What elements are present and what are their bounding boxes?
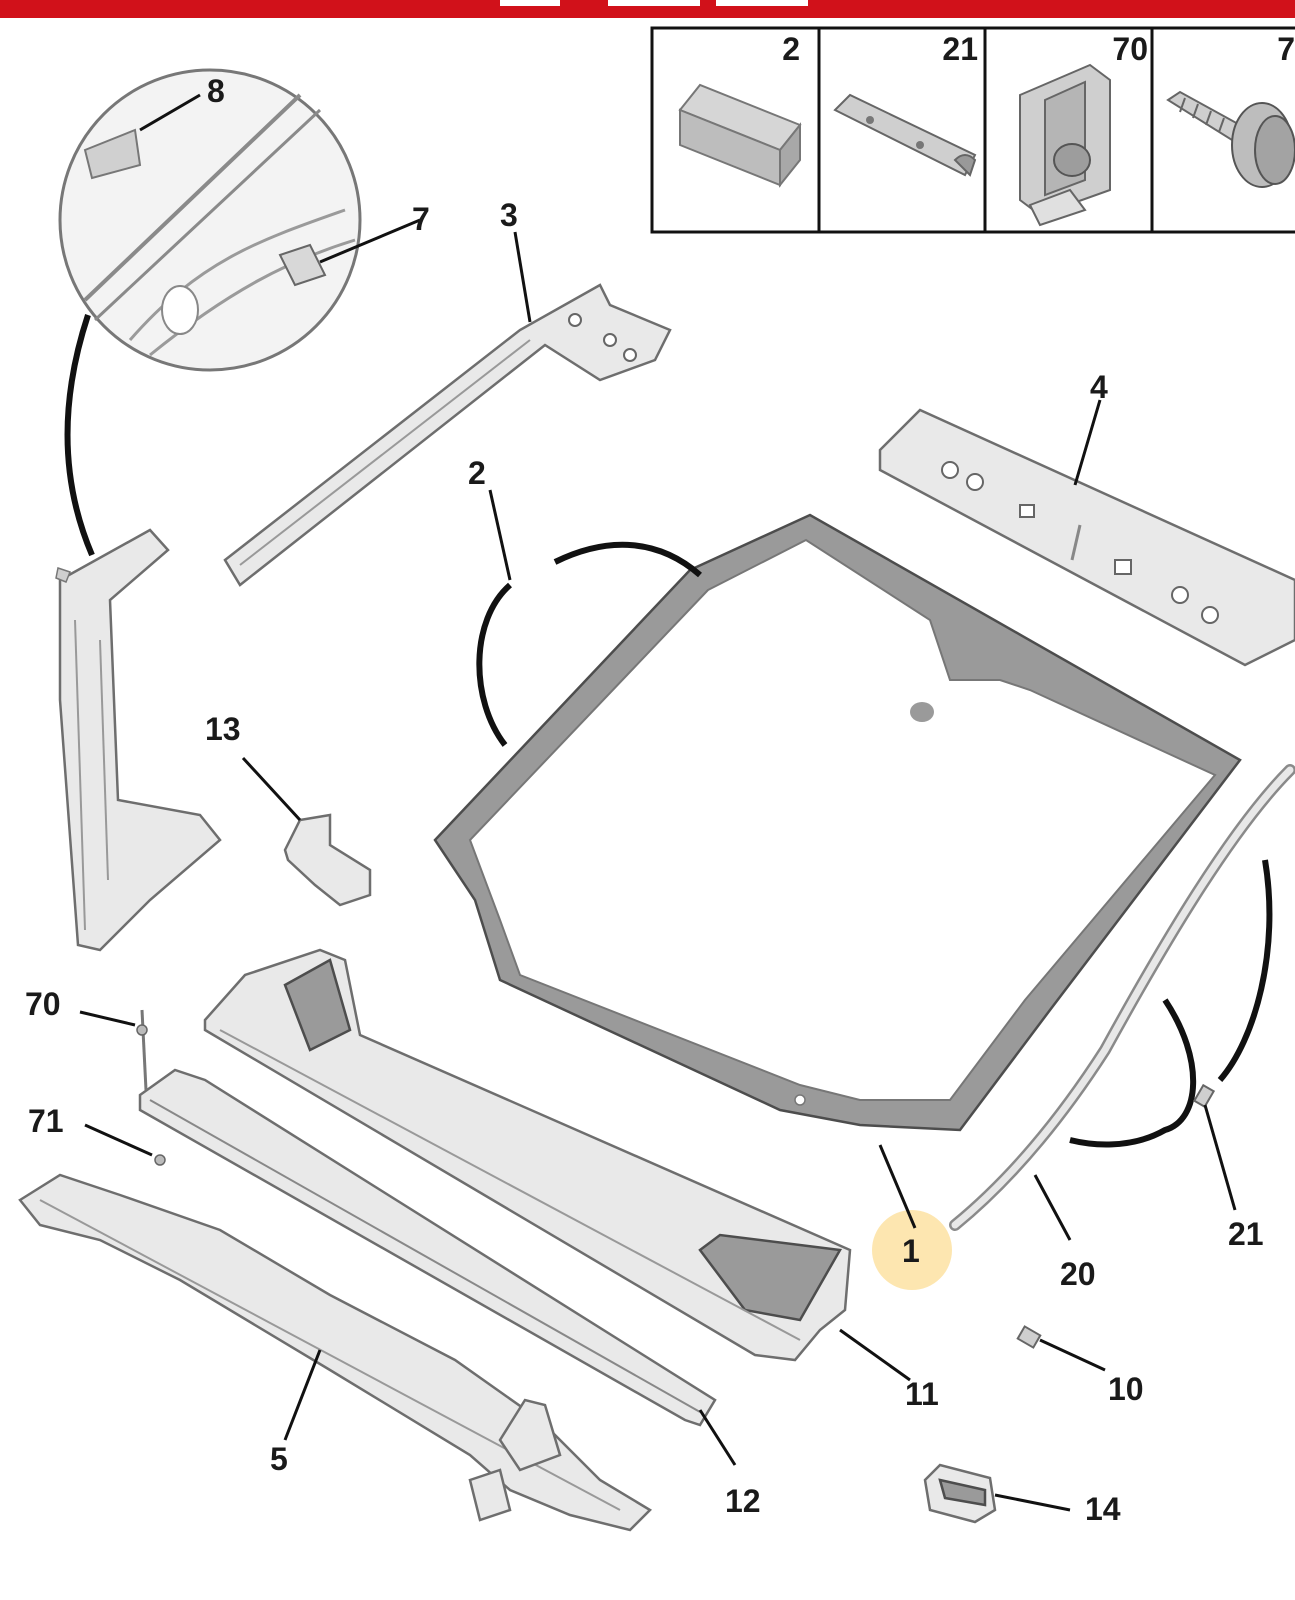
detail-connector bbox=[476, 582, 513, 747]
clip-strip-icon bbox=[833, 93, 977, 177]
callout-2: 2 bbox=[468, 455, 486, 491]
callout-11: 11 bbox=[905, 1376, 939, 1412]
callout-12: 12 bbox=[725, 1483, 761, 1519]
detail-connector bbox=[64, 314, 95, 557]
callout-3: 3 bbox=[500, 197, 518, 233]
screw-icon bbox=[1166, 90, 1295, 188]
legend-number: 70 bbox=[1112, 31, 1148, 67]
bracket-icon bbox=[283, 813, 372, 907]
a-pillar-icon bbox=[55, 528, 222, 952]
callout-5: 5 bbox=[270, 1441, 288, 1477]
detail-connector bbox=[1217, 859, 1273, 1082]
legend-box: 2 21 70 7 bbox=[650, 26, 1295, 234]
screw-icon bbox=[136, 1009, 148, 1091]
callout-21: 21 bbox=[1228, 1216, 1264, 1252]
detail-magnifier bbox=[58, 68, 362, 372]
bracket-nut-icon bbox=[1019, 63, 1111, 227]
header-tab bbox=[500, 0, 560, 6]
bracket-icon bbox=[278, 243, 327, 287]
callout-8: 8 bbox=[207, 73, 225, 109]
detail-connector bbox=[1069, 998, 1197, 1148]
header-tab bbox=[608, 0, 700, 6]
bracket-icon bbox=[923, 1463, 997, 1524]
callout-7: 7 bbox=[412, 201, 430, 237]
foam-block-icon bbox=[678, 83, 802, 188]
callout-10: 10 bbox=[1108, 1371, 1144, 1407]
clip-icon bbox=[83, 128, 142, 180]
roof-crossmember-icon bbox=[878, 408, 1295, 667]
header-tab bbox=[716, 0, 808, 6]
roof-side-rail-icon bbox=[223, 283, 672, 587]
callout-4: 4 bbox=[1090, 369, 1108, 405]
legend-number: 2 bbox=[782, 31, 800, 67]
nut-icon bbox=[154, 1154, 166, 1166]
legend-number: 7 bbox=[1277, 31, 1295, 67]
clip-icon bbox=[1016, 1325, 1042, 1349]
lower-crossmember-icon bbox=[18, 1173, 653, 1532]
detail-connector bbox=[553, 541, 702, 578]
leader-lines bbox=[79, 93, 1237, 1512]
windshield-molding-icon bbox=[949, 764, 1295, 1231]
callout-1: 1 bbox=[902, 1233, 920, 1269]
callout-14: 14 bbox=[1085, 1491, 1121, 1527]
callout-20: 20 bbox=[1060, 1256, 1096, 1292]
callout-70: 70 bbox=[25, 986, 61, 1022]
clip-icon bbox=[1192, 1083, 1216, 1109]
callout-71: 71 bbox=[28, 1103, 64, 1139]
scuttle-crossmember-icon bbox=[138, 1068, 717, 1427]
highlight-marker bbox=[872, 1210, 952, 1290]
legend-number: 21 bbox=[942, 31, 978, 67]
header-bar bbox=[0, 0, 1295, 18]
callout-13: 13 bbox=[205, 711, 241, 747]
cowl-panel-icon bbox=[203, 948, 852, 1362]
windshield-glass-icon bbox=[433, 513, 1242, 1132]
